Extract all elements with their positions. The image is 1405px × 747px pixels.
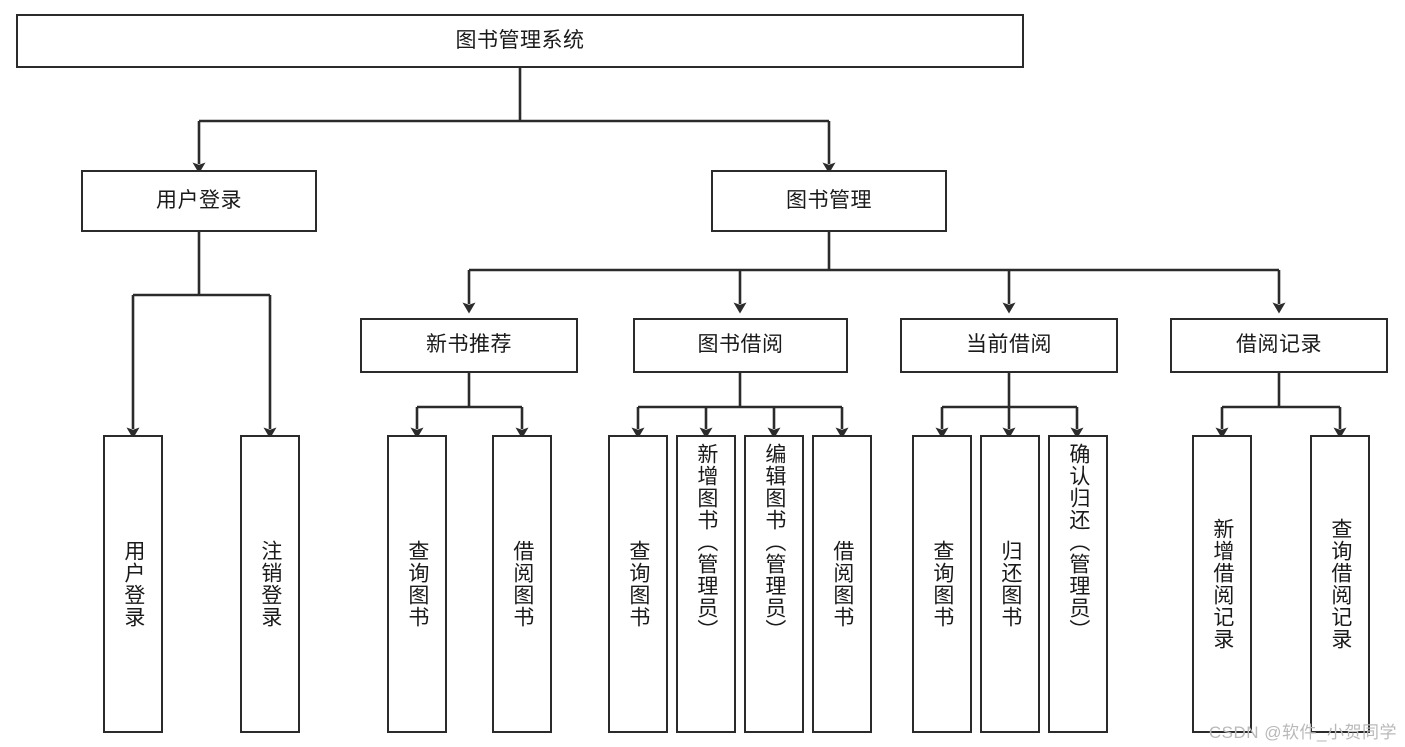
node-borrow-record-label: 借阅记录 [1236, 333, 1322, 357]
node-leaf-logout-login-label: 注销登录 [258, 540, 282, 628]
node-leaf-query-book-borrow-label: 查询图书 [626, 540, 650, 628]
node-borrow-record[interactable]: 借阅记录 [1170, 318, 1388, 373]
node-new-book-recommend[interactable]: 新书推荐 [360, 318, 578, 373]
node-leaf-confirm-return-admin[interactable]: 确认归还（管理员） [1048, 435, 1108, 733]
node-leaf-edit-book-admin[interactable]: 编辑图书（管理员） [744, 435, 804, 733]
node-user-login-label: 用户登录 [156, 188, 242, 212]
node-current-borrow-label: 当前借阅 [966, 333, 1052, 357]
node-current-borrow[interactable]: 当前借阅 [900, 318, 1118, 373]
node-book-borrow[interactable]: 图书借阅 [633, 318, 848, 373]
node-leaf-add-book-admin-label: 新增图书（管理员） [694, 443, 718, 641]
node-leaf-return-book[interactable]: 归还图书 [980, 435, 1040, 733]
node-leaf-add-borrow-record[interactable]: 新增借阅记录 [1192, 435, 1252, 733]
node-root-book-management-system[interactable]: 图书管理系统 [16, 14, 1024, 68]
node-root-label: 图书管理系统 [455, 28, 585, 52]
node-leaf-query-borrow-record-label: 查询借阅记录 [1328, 518, 1352, 650]
node-book-management[interactable]: 图书管理 [711, 170, 947, 232]
node-leaf-query-book-current[interactable]: 查询图书 [912, 435, 972, 733]
node-book-management-label: 图书管理 [786, 188, 872, 212]
node-leaf-logout-login[interactable]: 注销登录 [240, 435, 300, 733]
node-leaf-query-borrow-record[interactable]: 查询借阅记录 [1310, 435, 1370, 733]
node-leaf-query-book-recommend[interactable]: 查询图书 [387, 435, 447, 733]
node-book-borrow-label: 图书借阅 [697, 333, 784, 357]
node-leaf-borrow-book-recommend-label: 借阅图书 [510, 540, 534, 628]
node-leaf-query-book-recommend-label: 查询图书 [405, 540, 429, 628]
node-new-book-recommend-label: 新书推荐 [426, 333, 512, 357]
node-leaf-query-book-borrow[interactable]: 查询图书 [608, 435, 668, 733]
node-leaf-edit-book-admin-label: 编辑图书（管理员） [762, 443, 786, 641]
node-leaf-borrow-book[interactable]: 借阅图书 [812, 435, 872, 733]
node-leaf-borrow-book-recommend[interactable]: 借阅图书 [492, 435, 552, 733]
node-leaf-add-borrow-record-label: 新增借阅记录 [1210, 518, 1234, 650]
node-leaf-user-login-label: 用户登录 [121, 540, 145, 628]
node-leaf-confirm-return-admin-label: 确认归还（管理员） [1066, 443, 1090, 641]
node-leaf-query-book-current-label: 查询图书 [930, 540, 954, 628]
node-leaf-return-book-label: 归还图书 [998, 540, 1022, 628]
node-user-login[interactable]: 用户登录 [81, 170, 317, 232]
node-leaf-borrow-book-label: 借阅图书 [830, 540, 854, 628]
node-leaf-user-login[interactable]: 用户登录 [103, 435, 163, 733]
node-leaf-add-book-admin[interactable]: 新增图书（管理员） [676, 435, 736, 733]
